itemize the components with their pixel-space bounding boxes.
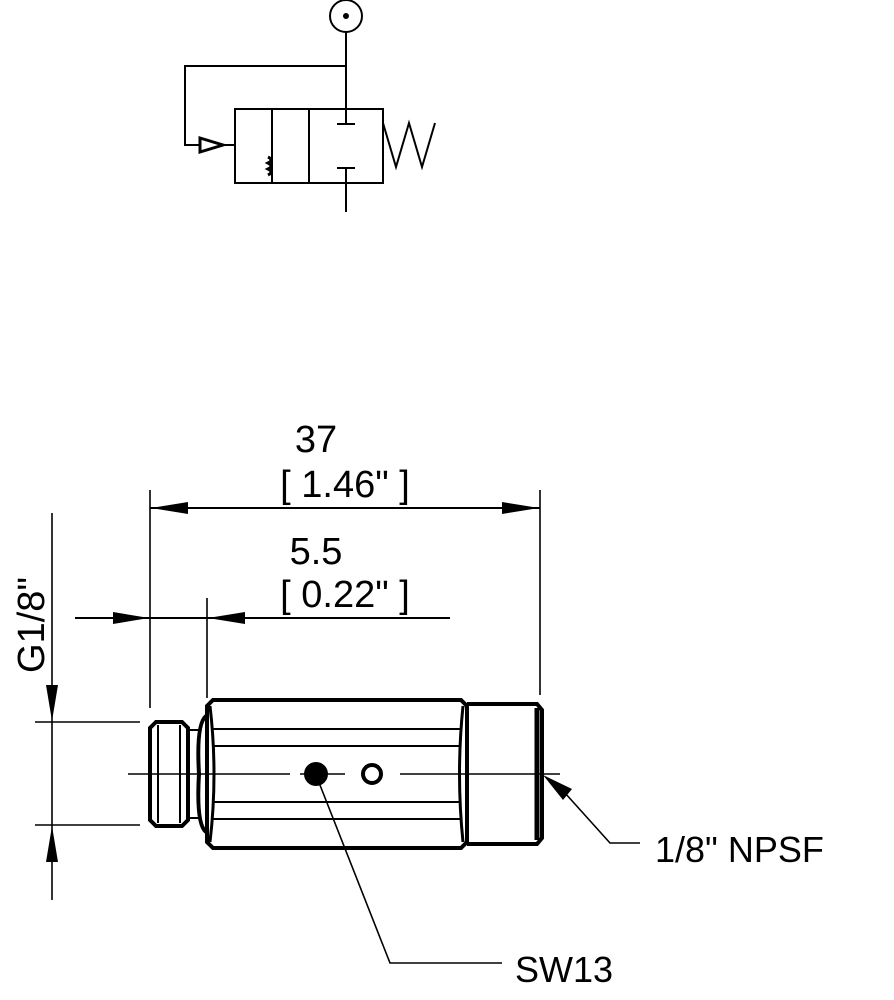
overall-length-metric: 37: [295, 419, 337, 461]
fitting-body: [128, 698, 560, 850]
pilot-triangle-icon: [198, 135, 229, 155]
blocked-symbol-icon: [264, 155, 273, 177]
arrowhead-right: [502, 502, 539, 514]
leader-line-sw: [317, 779, 502, 964]
port-dot: [343, 13, 349, 19]
hole-large: [304, 762, 328, 786]
callout-npsf: 1/8" NPSF: [543, 775, 824, 870]
valve-schematic: [184, 0, 436, 212]
thread-size-label: G1/8": [11, 577, 53, 673]
overall-length-imperial: [ 1.46" ]: [280, 464, 410, 506]
wrench-size-label: SW13: [515, 949, 613, 990]
overall-length-dimension: 37 [ 1.46" ]: [149, 419, 541, 708]
hole-small: [361, 763, 383, 785]
leader-line-npsf: [564, 792, 640, 844]
pilot-line: [184, 65, 346, 146]
thread-size-dimension: G1/8": [11, 513, 140, 900]
callout-sw: SW13: [317, 779, 613, 990]
arrowhead-left: [151, 502, 188, 514]
thread-length-dimension: 5.5 [ 0.22" ]: [75, 531, 450, 698]
arrowhead-thread-left: [113, 612, 149, 624]
thread-length-imperial: [ 0.22" ]: [280, 574, 410, 616]
thread-length-metric: 5.5: [290, 531, 343, 573]
threaded-stud: [148, 720, 190, 828]
arrowhead-top: [46, 685, 58, 721]
spring-icon: [382, 119, 436, 171]
hex-body: [205, 698, 469, 850]
arrowhead-thread-right: [208, 612, 245, 624]
arrowhead-bottom: [46, 826, 58, 862]
port-thread-label: 1/8" NPSF: [655, 829, 824, 870]
